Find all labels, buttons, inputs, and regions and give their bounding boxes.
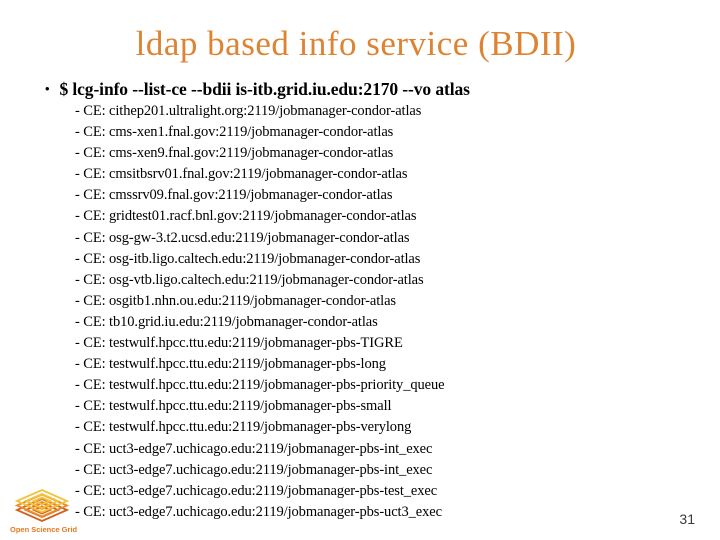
osg-logo: Open Science Grid [10,488,90,534]
ce-list-item: - CE: osg-itb.ligo.caltech.edu:2119/jobm… [75,250,421,267]
ce-list-item: - CE: gridtest01.racf.bnl.gov:2119/jobma… [75,208,417,225]
osg-logo-label: Open Science Grid [10,525,78,534]
ce-list-item: - CE: uct3-edge7.uchicago.edu:2119/jobma… [75,461,433,478]
page-title: ldap based info service (BDII) [135,24,577,63]
ce-list-item: - CE: testwulf.hpcc.ttu.edu:2119/jobmana… [75,419,412,436]
ce-list-item: - CE: uct3-edge7.uchicago.edu:2119/jobma… [75,440,433,457]
ce-list-item: - CE: cms-xen1.fnal.gov:2119/jobmanager-… [75,124,394,141]
ce-list-item: - CE: osg-gw-3.t2.ucsd.edu:2119/jobmanag… [75,229,410,246]
ce-list-item: - CE: osg-vtb.ligo.caltech.edu:2119/jobm… [75,271,424,288]
ce-list-item: - CE: testwulf.hpcc.ttu.edu:2119/jobmana… [75,377,445,394]
ce-list-item: - CE: testwulf.hpcc.ttu.edu:2119/jobmana… [75,356,386,373]
bullet-icon: • [45,81,50,96]
ce-list-item: - CE: cithep201.ultralight.org:2119/jobm… [75,103,422,119]
command-bullet-item: • $ lcg-info --list-ce --bdii is-itb.gri… [45,79,470,100]
ce-list-item: - CE: uct3-edge7.uchicago.edu:2119/jobma… [75,503,442,520]
ce-list-item: - CE: osgitb1.nhn.ou.edu:2119/jobmanager… [75,292,396,309]
ce-list-item: - CE: testwulf.hpcc.ttu.edu:2119/jobmana… [75,398,392,415]
page-number: 31 [679,511,695,527]
ce-list-item: - CE: cms-xen9.fnal.gov:2119/jobmanager-… [75,145,394,162]
ce-list-item: - CE: cmssrv09.fnal.gov:2119/jobmanager-… [75,187,393,204]
ce-list-item: - CE: uct3-edge7.uchicago.edu:2119/jobma… [75,482,438,499]
ce-list-item: - CE: testwulf.hpcc.ttu.edu:2119/jobmana… [75,335,403,352]
command-text: $ lcg-info --list-ce --bdii is-itb.grid.… [59,79,470,99]
diamond-stack-icon [10,488,90,524]
ce-output-list: - CE: cithep201.ultralight.org:2119/jobm… [75,101,445,523]
ce-list-item: - CE: tb10.grid.iu.edu:2119/jobmanager-c… [75,313,378,330]
ce-list-item: - CE: cmsitbsrv01.fnal.gov:2119/jobmanag… [75,166,408,183]
